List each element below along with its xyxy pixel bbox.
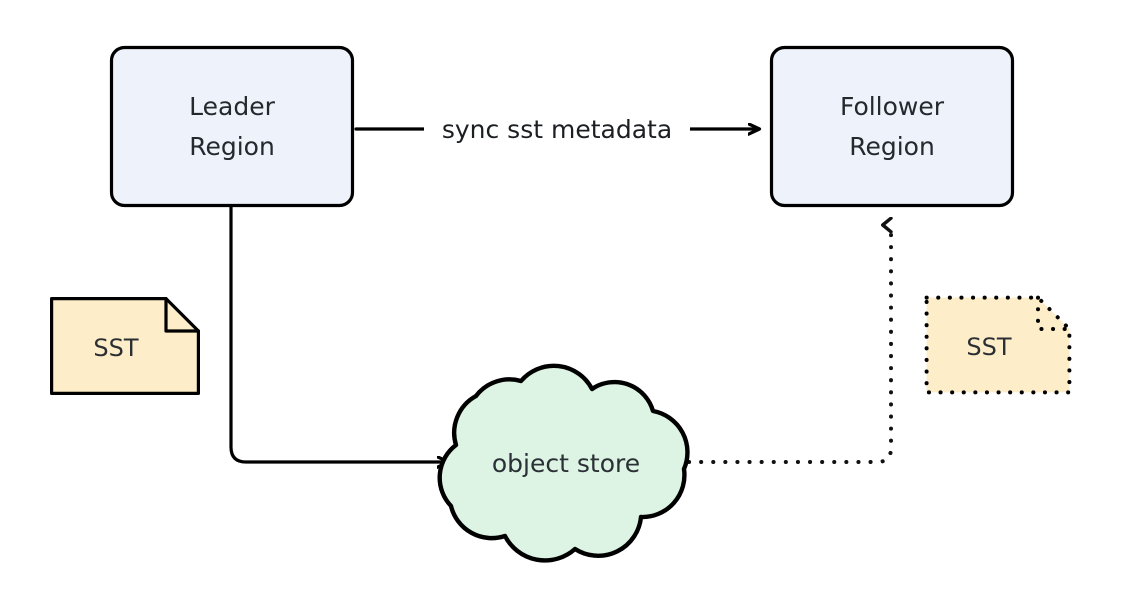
sst-leader-note-body[interactable] xyxy=(50,297,200,395)
object-store-label: object store xyxy=(492,449,640,478)
follower-region-label-line2: Region xyxy=(849,132,935,161)
edge-fetch-from-object-store xyxy=(687,225,893,464)
node-leader-region[interactable]: Leader Region xyxy=(109,45,355,208)
follower-region-label-line1: Follower xyxy=(840,92,945,121)
edge-label-sync-sst-metadata: sync sst metadata xyxy=(442,115,672,144)
node-object-store[interactable]: object store xyxy=(437,363,690,563)
follower-region-box[interactable] xyxy=(769,45,1015,208)
sst-follower-fold-icon xyxy=(1036,295,1072,331)
node-follower-region[interactable]: Follower Region xyxy=(769,45,1015,208)
node-sst-leader[interactable]: SST xyxy=(50,297,200,395)
object-store-cloud-shape[interactable] xyxy=(437,363,690,563)
leader-region-box[interactable] xyxy=(109,45,355,208)
leader-region-label-line1: Leader xyxy=(189,92,275,121)
edge-label-backdrop xyxy=(424,110,690,150)
edge-sync-sst-metadata: sync sst metadata xyxy=(354,110,758,150)
sst-follower-label: SST xyxy=(966,333,1011,361)
sst-follower-note-body[interactable] xyxy=(924,295,1072,395)
node-sst-follower[interactable]: SST xyxy=(924,295,1072,395)
edge-upload-to-object-store xyxy=(229,205,447,462)
leader-region-label-line2: Region xyxy=(189,132,275,161)
sst-leader-fold-icon xyxy=(164,297,200,333)
sst-leader-label: SST xyxy=(93,334,138,362)
